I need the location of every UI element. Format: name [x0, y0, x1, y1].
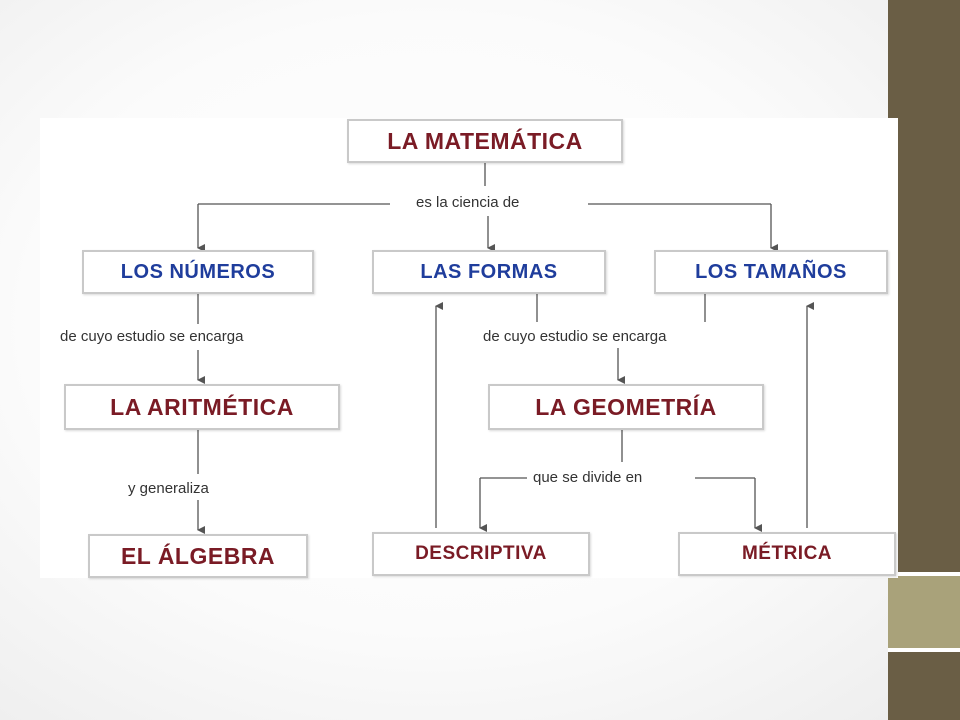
node-label: LA ARITMÉTICA: [110, 393, 294, 420]
node-la-aritmetica: LA ARITMÉTICA: [64, 384, 340, 430]
node-las-formas: LAS FORMAS: [372, 250, 606, 294]
node-la-geometria: LA GEOMETRÍA: [488, 384, 764, 430]
node-los-numeros: LOS NÚMEROS: [82, 250, 314, 294]
link-label-y-generaliza: y generaliza: [122, 480, 215, 497]
node-el-algebra: EL ÁLGEBRA: [88, 534, 308, 578]
sidebar-accent-block: [888, 576, 960, 648]
link-label-estudio-right: de cuyo estudio se encarga: [477, 328, 673, 345]
sidebar-stripe-bottom: [888, 648, 960, 652]
node-los-tamanos: LOS TAMAÑOS: [654, 250, 888, 294]
node-metrica: MÉTRICA: [678, 532, 896, 576]
link-label-que-se-divide-en: que se divide en: [527, 469, 649, 486]
node-label: MÉTRICA: [741, 543, 833, 564]
node-label: LOS NÚMEROS: [120, 260, 276, 283]
link-label-es-la-ciencia-de: es la ciencia de: [410, 194, 526, 211]
concept-map: LA MATEMÁTICA es la ciencia de LOS NÚMER…: [40, 118, 898, 578]
node-label: LA MATEMÁTICA: [387, 127, 583, 154]
node-label: LOS TAMAÑOS: [695, 260, 847, 283]
sidebar-stripe-top: [888, 572, 960, 576]
node-la-matematica: LA MATEMÁTICA: [347, 119, 623, 163]
link-label-estudio-left: de cuyo estudio se encarga: [54, 328, 250, 345]
node-label: LAS FORMAS: [420, 260, 558, 283]
connector-lines: [197, 163, 814, 534]
node-label: LA GEOMETRÍA: [535, 393, 717, 420]
node-descriptiva: DESCRIPTIVA: [372, 532, 590, 576]
node-label: EL ÁLGEBRA: [120, 542, 276, 569]
node-label: DESCRIPTIVA: [415, 543, 547, 564]
